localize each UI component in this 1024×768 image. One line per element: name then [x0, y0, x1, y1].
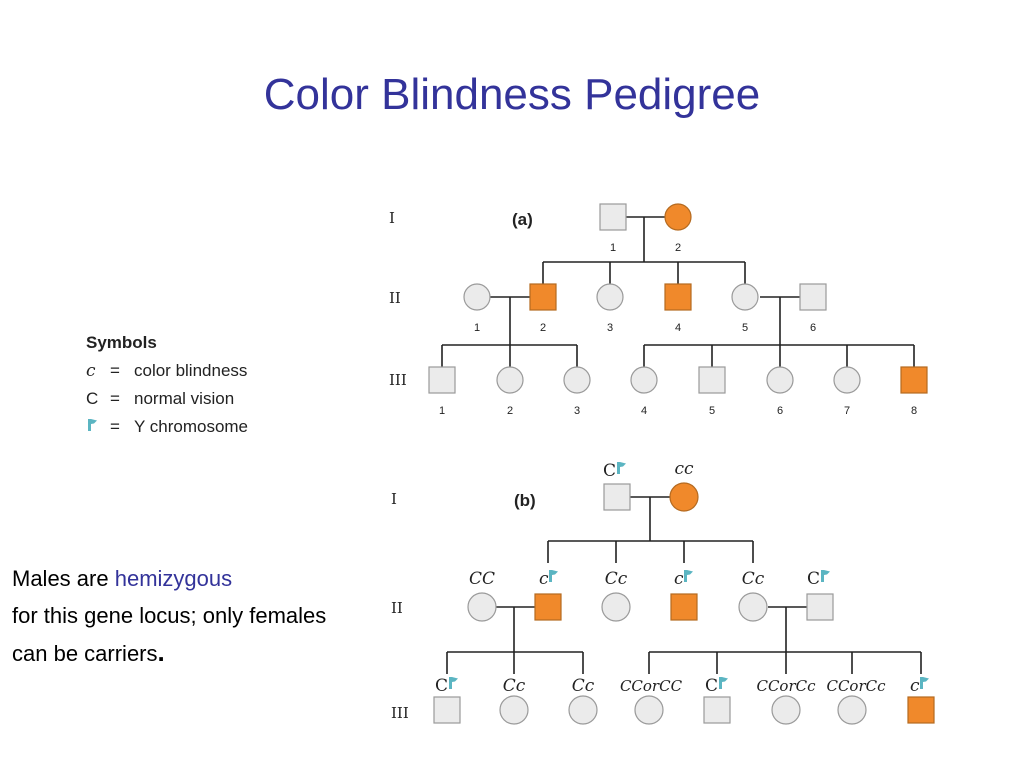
a-III-8-num: 8 [911, 405, 917, 417]
legend-eq-2: = [110, 389, 120, 408]
a-III-4-female [630, 366, 658, 394]
a-II-2-male-affected [529, 283, 557, 311]
b-II-2-male-affected [534, 593, 562, 621]
legend-heading: Symbols [86, 333, 157, 352]
legend-desc-color-blindness: color blindness [134, 361, 247, 380]
pedigree-a: I II III (a) 1 2 [389, 203, 928, 417]
b-III-3-female [568, 695, 598, 725]
b-III-4-female [634, 695, 664, 725]
b-II-3-genotype: Cc [605, 569, 628, 589]
b-II-2-genotype: c [539, 569, 549, 589]
a-III-1-num: 1 [439, 405, 445, 417]
a-III-2-num: 2 [507, 405, 513, 417]
panel-label-a: (a) [512, 210, 533, 229]
a-I-2-num: 2 [675, 242, 681, 254]
a-II-5-num: 5 [742, 322, 748, 334]
a-III-5-male [698, 366, 726, 394]
legend-key-c: c [86, 361, 96, 381]
gen-label-b-II: II [391, 599, 403, 617]
note-highlight-hemizygous: hemizygous [114, 566, 233, 591]
gen-label-b-I: I [391, 490, 397, 508]
b-I-1-genotype: C [603, 461, 616, 481]
a-III-3-num: 3 [574, 405, 580, 417]
a-I-1-num: 1 [610, 242, 616, 254]
a-II-6-num: 6 [810, 322, 816, 334]
b-I-2-genotype: cc [674, 459, 694, 479]
b-III-5-male [703, 696, 731, 724]
a-III-4-num: 4 [641, 405, 647, 417]
legend-desc-y-chromosome: Y chromosome [134, 417, 248, 436]
legend-eq-1: = [110, 361, 120, 380]
a-II-6-male [799, 283, 827, 311]
b-III-4-genotype: CCorCC [620, 677, 683, 695]
a-III-1-male [428, 366, 456, 394]
a-II-2-num: 2 [540, 322, 546, 334]
b-III-7-female [837, 695, 867, 725]
gen-label-a-II: II [389, 289, 401, 307]
a-III-3-female [563, 366, 591, 394]
gen-label-b-III: III [391, 704, 409, 722]
a-III-8-male-affected [900, 366, 928, 394]
b-II-5-female [738, 592, 768, 622]
b-II-1-female [467, 592, 497, 622]
b-III-7-genotype: CCorCc [826, 677, 886, 695]
a-III-6-num: 6 [777, 405, 783, 417]
y-chromosome-icon [821, 570, 830, 582]
b-II-6-male [806, 593, 834, 621]
a-I-2-female-affected [664, 203, 692, 231]
explanation-note: Males are hemizygous for this gene locus… [12, 560, 342, 672]
y-chromosome-icon [920, 677, 929, 689]
pedigree-b: I II III (b) C cc [391, 459, 935, 725]
symbols-legend: Symbols c = color blindness C = normal v… [86, 333, 248, 436]
y-chromosome-icon [449, 677, 458, 689]
a-I-1-male [599, 203, 627, 231]
note-period: . [157, 637, 165, 667]
y-chromosome-icon [617, 462, 626, 474]
b-III-6-female [771, 695, 801, 725]
gen-label-a-III: III [389, 371, 407, 389]
a-III-6-female [766, 366, 794, 394]
b-III-2-female [499, 695, 529, 725]
y-chromosome-icon [684, 570, 693, 582]
b-III-8-genotype: c [910, 676, 920, 696]
legend-desc-normal-vision: normal vision [134, 389, 234, 408]
slide-title: Color Blindness Pedigree [263, 70, 761, 119]
b-II-4-genotype: c [674, 569, 684, 589]
b-II-1-genotype: CC [469, 569, 495, 589]
b-III-8-male-affected [907, 696, 935, 724]
gen-label-a-I: I [389, 209, 395, 227]
y-chromosome-icon [88, 419, 97, 431]
a-III-7-num: 7 [844, 405, 850, 417]
y-chromosome-icon [549, 570, 558, 582]
b-II-6-genotype: C [807, 569, 820, 589]
b-II-4-male-affected [670, 593, 698, 621]
a-II-4-male-affected [664, 283, 692, 311]
note-text-1: Males are [12, 566, 115, 591]
b-III-5-genotype: C [705, 676, 718, 696]
b-III-1-genotype: C [435, 676, 448, 696]
a-II-5-female [731, 283, 759, 311]
y-chromosome-icon [719, 677, 728, 689]
a-III-2-female [496, 366, 524, 394]
b-III-6-genotype: CCorCc [756, 677, 816, 695]
a-II-1-num: 1 [474, 322, 480, 334]
a-II-3-female [596, 283, 624, 311]
a-II-1-female [463, 283, 491, 311]
b-III-2-genotype: Cc [503, 676, 526, 696]
a-II-3-num: 3 [607, 322, 613, 334]
a-II-4-num: 4 [675, 322, 681, 334]
panel-label-b: (b) [514, 491, 536, 510]
a-III-5-num: 5 [709, 405, 715, 417]
b-II-5-genotype: Cc [742, 569, 765, 589]
legend-key-C: C [86, 389, 98, 408]
b-III-3-genotype: Cc [572, 676, 595, 696]
note-text-2: for this gene locus; only females can be… [12, 603, 327, 666]
b-II-3-female [601, 592, 631, 622]
a-III-7-female [833, 366, 861, 394]
b-I-1-male [603, 483, 631, 511]
b-I-2-female-affected [669, 482, 699, 512]
b-III-1-male [433, 696, 461, 724]
legend-eq-3: = [110, 417, 120, 436]
